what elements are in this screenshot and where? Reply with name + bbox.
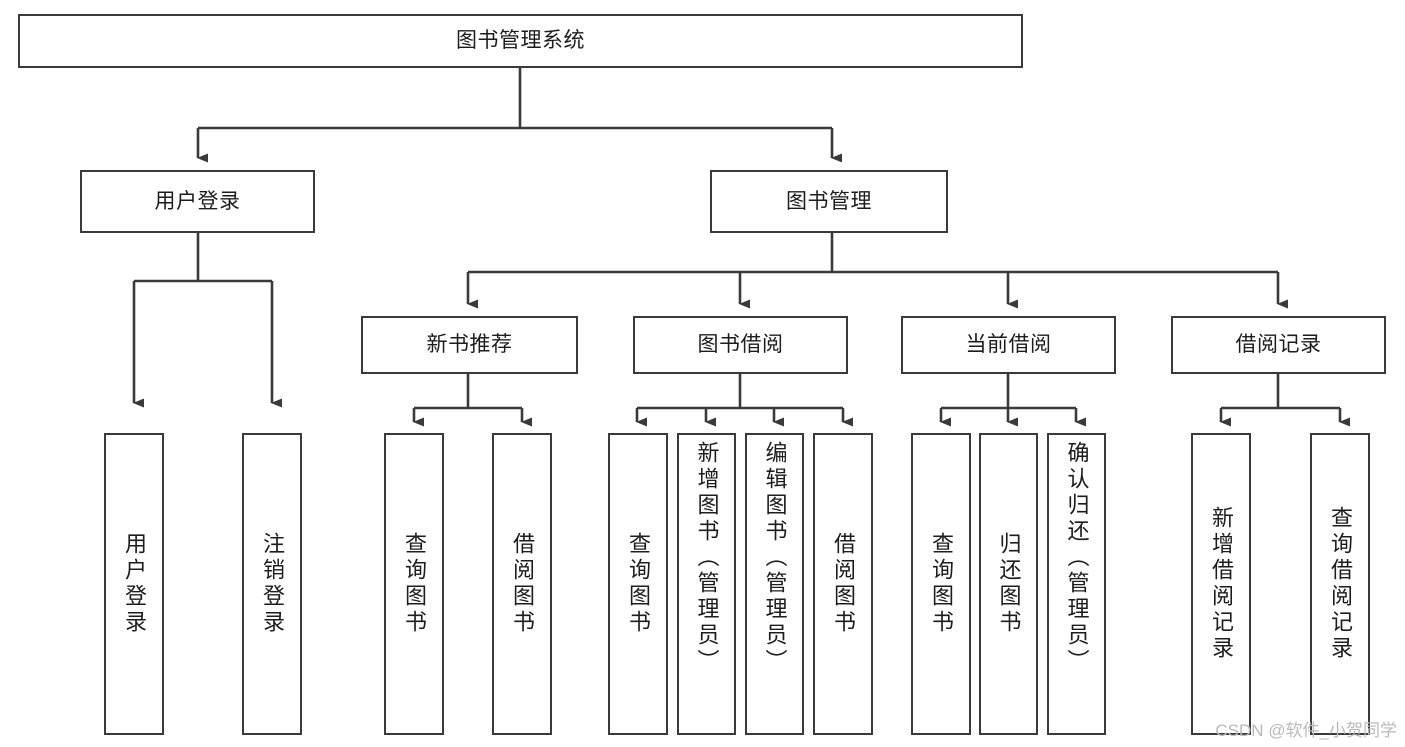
csdn-watermark: CSDN @软件_小贺同学 bbox=[1215, 721, 1397, 740]
node-label: 借阅记录 bbox=[1235, 333, 1322, 357]
node-label: 确认归还（管理员） bbox=[1064, 441, 1090, 675]
node-label: 借阅图书 bbox=[831, 532, 856, 636]
leaf-recommend-query-book[interactable]: 查询图书 bbox=[384, 433, 444, 735]
leaf-borrow-add-book-admin[interactable]: 新增图书（管理员） bbox=[677, 433, 736, 735]
node-label: 图书管理 bbox=[786, 189, 872, 213]
node-user-login[interactable]: 用户登录 bbox=[80, 170, 315, 233]
leaf-record-add-record[interactable]: 新增借阅记录 bbox=[1191, 433, 1251, 735]
leaf-borrow-query-book[interactable]: 查询图书 bbox=[608, 433, 668, 735]
node-label: 当前借阅 bbox=[965, 333, 1052, 357]
leaf-current-confirm-return-admin[interactable]: 确认归还（管理员） bbox=[1047, 433, 1106, 735]
node-label: 编辑图书（管理员） bbox=[762, 441, 788, 675]
node-label: 借阅图书 bbox=[510, 532, 535, 636]
node-label: 新书推荐 bbox=[426, 333, 513, 357]
node-label: 查询图书 bbox=[402, 532, 427, 636]
node-root-system[interactable]: 图书管理系统 bbox=[18, 14, 1023, 68]
node-label: 用户登录 bbox=[154, 189, 241, 213]
node-label: 查询图书 bbox=[626, 532, 651, 636]
node-new-book-recommend[interactable]: 新书推荐 bbox=[361, 316, 578, 374]
leaf-record-query-record[interactable]: 查询借阅记录 bbox=[1310, 433, 1370, 735]
leaf-user-login[interactable]: 用户登录 bbox=[104, 433, 164, 735]
node-current-borrow[interactable]: 当前借阅 bbox=[901, 316, 1116, 374]
node-borrow-record[interactable]: 借阅记录 bbox=[1171, 316, 1386, 374]
node-label: 图书管理系统 bbox=[456, 29, 585, 53]
node-label: 新增图书（管理员） bbox=[694, 441, 720, 675]
leaf-current-query-book[interactable]: 查询图书 bbox=[911, 433, 971, 735]
leaf-borrow-borrow-book[interactable]: 借阅图书 bbox=[813, 433, 873, 735]
leaf-recommend-borrow-book[interactable]: 借阅图书 bbox=[492, 433, 552, 735]
node-book-management[interactable]: 图书管理 bbox=[710, 170, 948, 233]
node-label: 查询借阅记录 bbox=[1328, 506, 1353, 662]
node-label: 新增借阅记录 bbox=[1209, 506, 1234, 662]
node-label: 用户登录 bbox=[122, 532, 147, 636]
node-book-borrow[interactable]: 图书借阅 bbox=[633, 316, 848, 374]
node-label: 注销登录 bbox=[260, 532, 285, 636]
leaf-borrow-edit-book-admin[interactable]: 编辑图书（管理员） bbox=[745, 433, 804, 735]
leaf-current-return-book[interactable]: 归还图书 bbox=[979, 433, 1038, 735]
node-label: 归还图书 bbox=[996, 532, 1022, 636]
node-label: 查询图书 bbox=[929, 532, 954, 636]
leaf-user-logout[interactable]: 注销登录 bbox=[242, 433, 302, 735]
node-label: 图书借阅 bbox=[697, 333, 784, 357]
